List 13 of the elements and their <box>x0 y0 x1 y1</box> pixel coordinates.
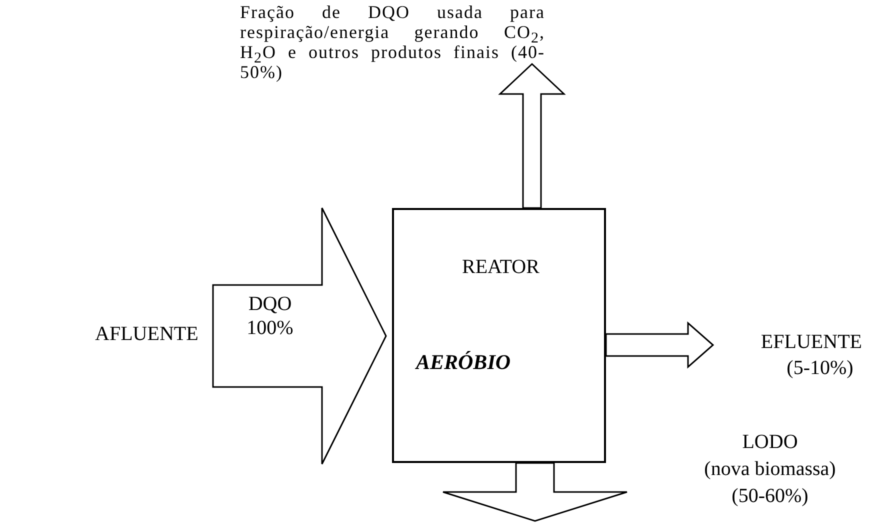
effluent-label: (5-10%) <box>786 356 854 380</box>
block-arrow <box>498 62 566 209</box>
reactor-box <box>392 208 606 463</box>
block-arrow <box>442 462 628 522</box>
sludge-label: (50-60%) <box>730 484 810 508</box>
sludge-label: (nova biomassa) <box>703 457 837 481</box>
sludge-label: LODO <box>741 430 799 454</box>
reactor-subtitle: AERÓBIO <box>416 350 512 374</box>
output-note: Fração de DQO usada para respiração/energia gerando CO$_{2}$, H$_{2}$O e outros produtos finais (40-50%) <box>240 2 545 82</box>
block-arrow <box>605 321 714 369</box>
reactor-title: REATOR <box>462 255 540 279</box>
inflow-label: AFLUENTE <box>95 322 200 346</box>
effluent-label: EFLUENTE <box>760 330 862 354</box>
